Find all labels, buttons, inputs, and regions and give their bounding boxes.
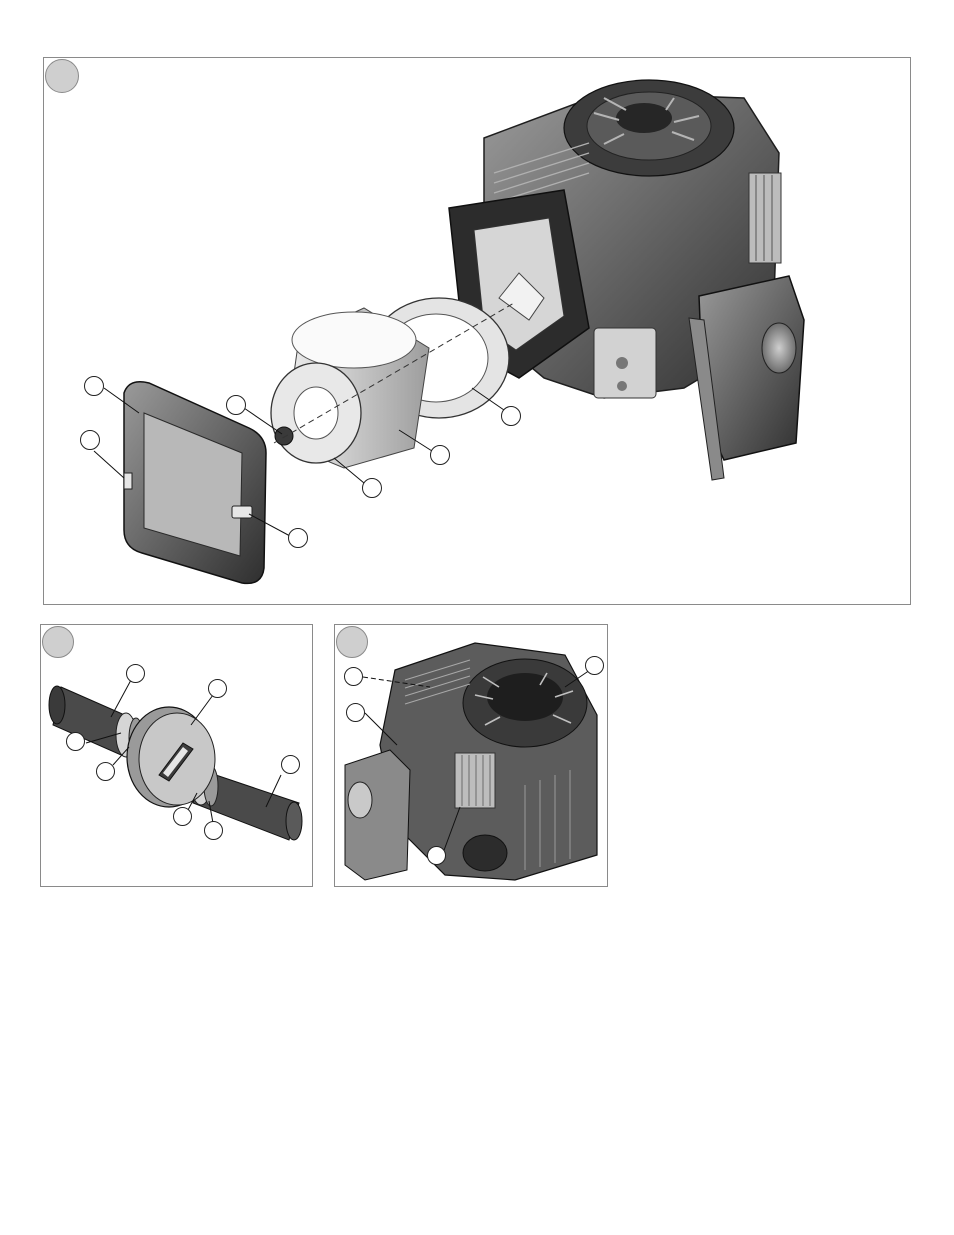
callout-fuel-fitting bbox=[344, 667, 363, 686]
callout-engine-shroud bbox=[346, 703, 365, 722]
callout-recoil-starter bbox=[585, 656, 604, 675]
callout-cover bbox=[84, 376, 104, 396]
callout-hose-right bbox=[281, 755, 300, 774]
figure-1-panel bbox=[43, 57, 911, 605]
callout-cover-latch bbox=[80, 430, 100, 450]
air-cleaner-cover bbox=[124, 382, 266, 584]
callout-pre-cleaner bbox=[430, 445, 450, 465]
figure-2-panel bbox=[40, 624, 313, 887]
callout-hose-left bbox=[126, 664, 145, 683]
callout-cartridge bbox=[501, 406, 521, 426]
figure-2-illustration bbox=[41, 625, 313, 887]
callout-filter-body bbox=[208, 679, 227, 698]
figure-3-panel bbox=[334, 624, 608, 887]
callout-base-plate bbox=[362, 478, 382, 498]
inline-air-filter bbox=[127, 707, 215, 807]
callout-clamp-right-a bbox=[173, 807, 192, 826]
figure-1-illustration bbox=[44, 58, 911, 605]
callout-clamp-left-a bbox=[66, 732, 85, 751]
callout-clamp-left-b bbox=[96, 762, 115, 781]
filter-base-plate bbox=[271, 363, 361, 463]
callout-knob bbox=[226, 395, 246, 415]
callout-cover-tab bbox=[288, 528, 308, 548]
figure-3-illustration bbox=[335, 625, 608, 887]
callout-screen bbox=[427, 846, 446, 865]
callout-clamp-right-b bbox=[204, 821, 223, 840]
